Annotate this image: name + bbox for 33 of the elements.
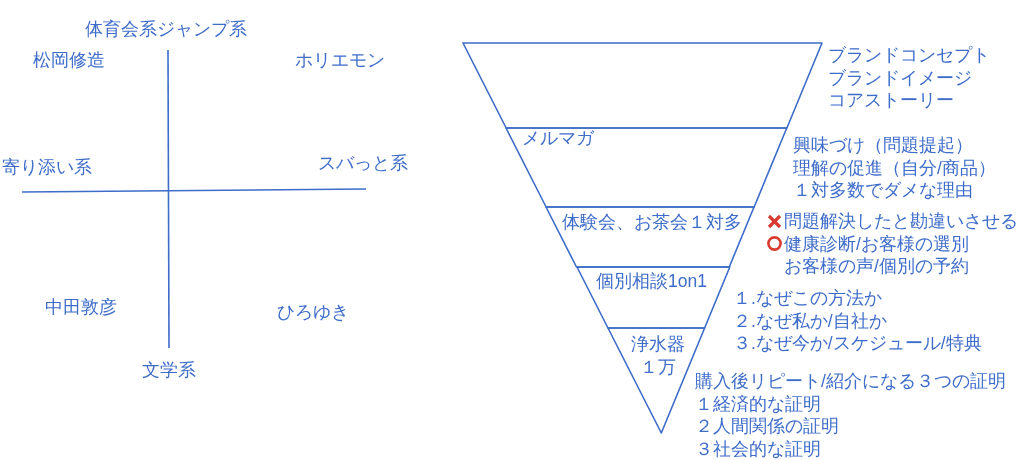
side-note: １対多数でダメな理由 — [793, 179, 973, 202]
person-name: 松岡修造 — [33, 49, 105, 71]
axis-label: スバっと系 — [318, 152, 408, 174]
side-note: 問題解決したと勘違いさせる — [784, 210, 1018, 232]
side-note: 健康診断/お客様の選別 — [784, 232, 969, 255]
side-note: ブランドイメージ — [828, 66, 972, 89]
axis-label: 寄り添い系 — [2, 156, 92, 178]
band-label: 個別相談1on1 — [596, 270, 707, 292]
funnel-band — [545, 206, 756, 268]
person-name: 中田敦彦 — [45, 296, 117, 318]
side-note: ３社会的な証明 — [695, 438, 821, 460]
funnel-band — [505, 127, 788, 208]
axis-label: 文学系 — [142, 359, 196, 381]
side-note: 興味づけ（問題提起） — [793, 134, 973, 156]
band-label: １万 — [640, 356, 676, 378]
funnel-band — [462, 42, 823, 129]
side-note: 購入後リピート/紹介になる３つの証明 — [695, 370, 1006, 392]
person-name: ひろゆき — [277, 301, 349, 323]
person-name: ホリエモン — [295, 49, 385, 71]
side-note: ２.なぜ私か/自社か — [733, 309, 887, 332]
side-note: ２人間関係の証明 — [695, 415, 839, 438]
band-label: 体験会、お茶会１対多 — [562, 211, 742, 233]
side-note: お客様の声/個別の予約 — [784, 255, 969, 278]
funnel-band — [575, 266, 731, 329]
side-note: ３.なぜ今か/スケジュール/特典 — [733, 332, 982, 355]
side-note: １.なぜこの方法か — [733, 287, 882, 309]
side-note: ブランドコンセプト — [828, 44, 990, 66]
band-label: メルマガ — [522, 127, 594, 149]
side-note: 理解の促進（自分/商品） — [793, 156, 996, 179]
side-note: １経済的な証明 — [695, 392, 821, 415]
side-note: コアストーリー — [828, 89, 954, 112]
axis-label: 体育会系ジャンプ系 — [85, 18, 247, 40]
band-label: 浄水器 — [631, 333, 685, 355]
